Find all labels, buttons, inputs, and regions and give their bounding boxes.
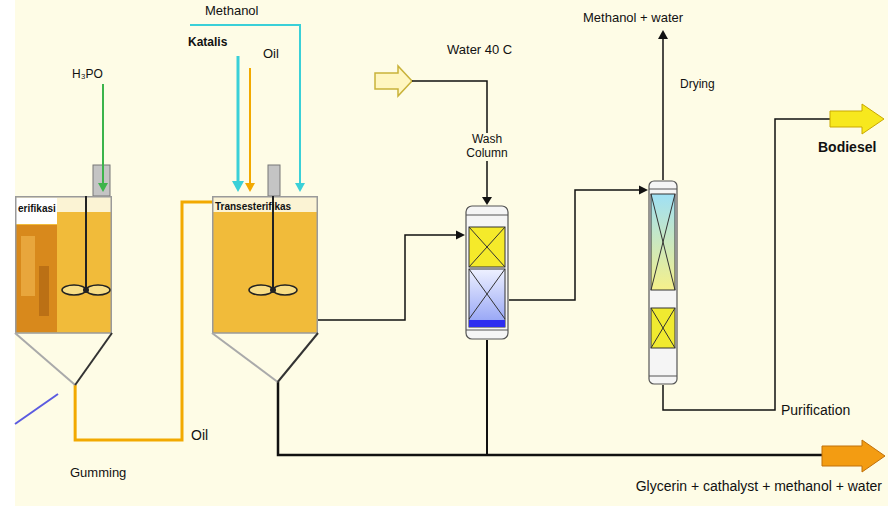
white-margin bbox=[0, 0, 15, 506]
packing-cross bbox=[651, 308, 675, 348]
tank-wall bbox=[16, 197, 112, 333]
arrow-head bbox=[639, 186, 648, 195]
white-patch bbox=[15, 198, 57, 224]
feed-line bbox=[237, 56, 240, 182]
packing-section bbox=[469, 269, 505, 327]
image-fragment bbox=[15, 225, 57, 332]
tank-outline bbox=[212, 196, 318, 382]
arrow-head bbox=[658, 30, 668, 39]
arrow-head bbox=[482, 197, 492, 205]
reactor-tank: Transesterifikas bbox=[212, 196, 318, 382]
packing-cross bbox=[651, 194, 675, 290]
stream-label: Gumming bbox=[70, 466, 126, 481]
tank-cone bbox=[15, 333, 75, 385]
vapour-line bbox=[662, 38, 664, 180]
edge-label: Oil bbox=[190, 427, 209, 443]
column-outline bbox=[648, 180, 678, 385]
pipe-line bbox=[318, 235, 458, 320]
tank-headspace bbox=[212, 196, 318, 212]
tank-liquid bbox=[212, 212, 318, 333]
product-line bbox=[663, 119, 830, 410]
packing-section bbox=[651, 308, 675, 348]
arrow-head bbox=[456, 231, 465, 240]
packing-cross bbox=[469, 269, 505, 319]
water-layer bbox=[469, 320, 505, 327]
node-label: erifikasi bbox=[18, 203, 56, 215]
tank-cone bbox=[278, 333, 318, 382]
mixer-shaft bbox=[85, 196, 87, 290]
tank-wall bbox=[213, 197, 318, 333]
arrow-head bbox=[98, 183, 108, 192]
mixer-blade bbox=[249, 285, 273, 295]
mixer-blade bbox=[86, 285, 110, 295]
mixer-blade bbox=[62, 285, 86, 295]
stream-label: Katalis bbox=[188, 36, 227, 50]
tank-edge bbox=[15, 394, 58, 424]
drain-line bbox=[278, 382, 824, 455]
tank-cone bbox=[212, 333, 278, 382]
column-outline bbox=[465, 205, 509, 340]
mixer-hub bbox=[270, 287, 276, 293]
arrow-head bbox=[245, 183, 255, 192]
tank-cone bbox=[75, 333, 112, 385]
packing-cross bbox=[469, 269, 505, 319]
tank-lid bbox=[268, 165, 280, 196]
stream-label: H₃PO bbox=[72, 68, 103, 82]
arrow-head bbox=[232, 181, 244, 192]
tank-outline bbox=[15, 196, 112, 385]
process-column: Wash Column bbox=[465, 205, 509, 340]
stream-label: Bodiesel bbox=[818, 139, 876, 155]
stream-label: Methanol + water bbox=[583, 11, 683, 26]
column-shell bbox=[649, 181, 677, 384]
column-cap bbox=[649, 376, 677, 377]
column-shell bbox=[466, 206, 508, 339]
pipe-connector bbox=[509, 186, 648, 301]
column-cap bbox=[466, 215, 508, 216]
stream-label: Oil bbox=[263, 47, 279, 62]
tank-liquid bbox=[15, 212, 112, 333]
mixer-blade bbox=[273, 285, 297, 295]
block-arrow bbox=[830, 104, 884, 134]
node-label: Transesterifikas bbox=[215, 201, 291, 213]
drain-line bbox=[486, 340, 488, 455]
stream-label: Methanol bbox=[205, 4, 258, 19]
packing-cross bbox=[651, 308, 675, 348]
packing-section bbox=[469, 227, 505, 267]
block-arrow bbox=[375, 66, 412, 96]
packing-section bbox=[651, 194, 675, 290]
stream-label: Glycerin + cathalyst + methanol + water bbox=[636, 478, 882, 494]
image-fragment bbox=[39, 266, 49, 316]
stream-label: Water 40 C bbox=[447, 43, 512, 58]
block-arrow bbox=[822, 440, 885, 472]
stream-label: Purification bbox=[781, 402, 850, 418]
node-label: Drying bbox=[680, 78, 715, 92]
mixer-hub bbox=[83, 287, 89, 293]
packing-cross bbox=[651, 194, 675, 290]
pipe-connector bbox=[318, 231, 465, 321]
pipe-line bbox=[509, 190, 641, 300]
image-fragment bbox=[21, 236, 35, 296]
packing-cross bbox=[469, 227, 505, 267]
packing-cross bbox=[469, 227, 505, 267]
reactor-tank: erifikasi bbox=[15, 196, 112, 385]
column-cap bbox=[466, 330, 508, 331]
column-cap bbox=[649, 189, 677, 190]
tank-lid bbox=[93, 165, 110, 196]
feed-line bbox=[102, 84, 104, 184]
arrow-head bbox=[295, 183, 305, 192]
node-label: Wash Column bbox=[457, 133, 517, 161]
feed-line bbox=[249, 68, 251, 184]
process-column: Drying bbox=[648, 180, 678, 385]
